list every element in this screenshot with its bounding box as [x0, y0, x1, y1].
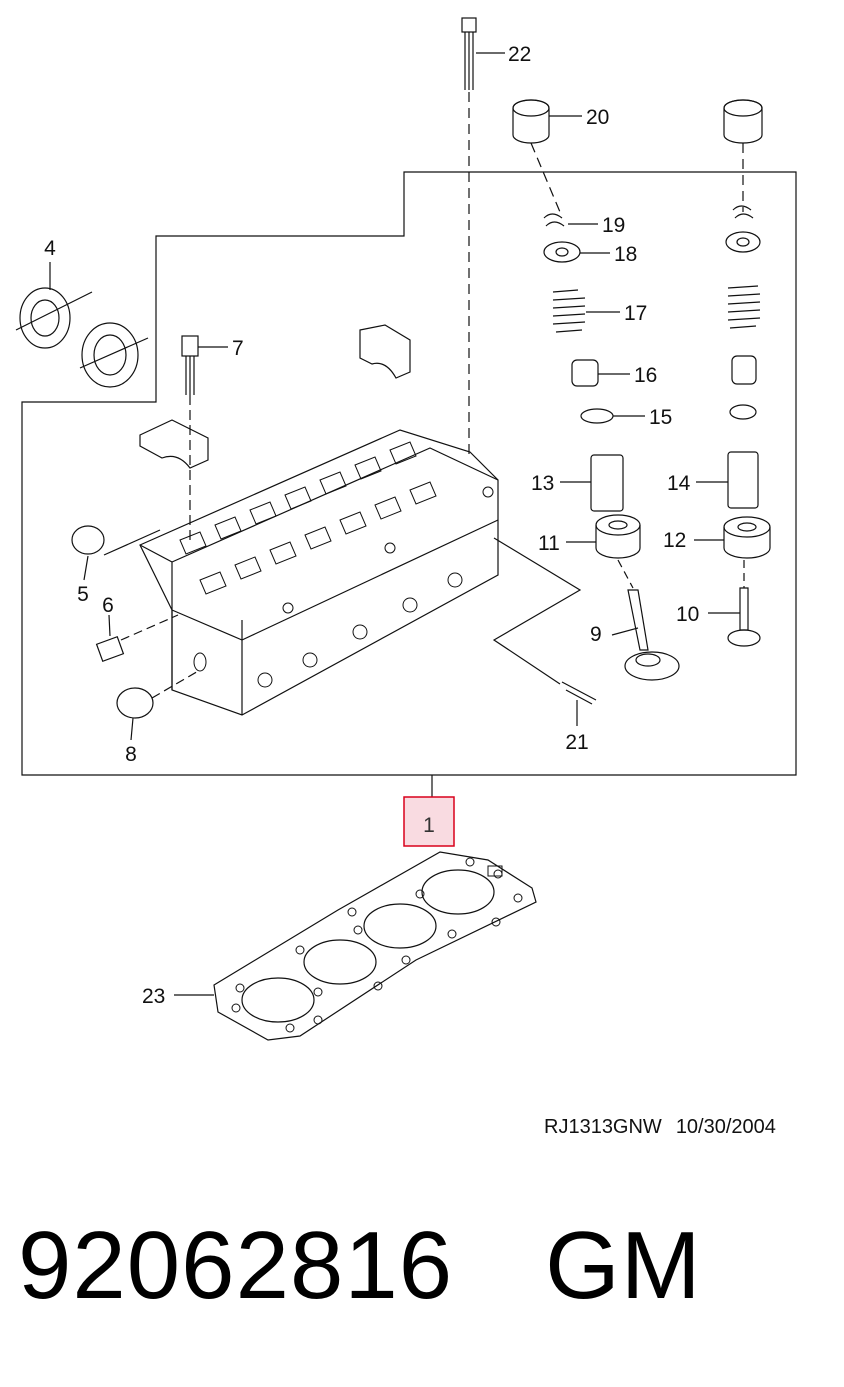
callout-15: 15 — [649, 406, 672, 429]
callout-16: 16 — [634, 364, 657, 387]
part-brand: GM — [545, 1212, 702, 1319]
callout-12: 12 — [663, 529, 686, 552]
drawing-reference: RJ1313GNW 10/30/2004 — [544, 1116, 776, 1139]
valve-train-exhaust — [723, 99, 771, 647]
callout-11: 11 — [538, 532, 560, 555]
callout-6: 6 — [102, 594, 114, 617]
callout-labels: 1 4 5 6 7 8 9 10 11 12 13 14 15 16 17 18… — [44, 43, 699, 1008]
ref-date: 10/30/2004 — [675, 1116, 776, 1138]
callout-8: 8 — [125, 743, 137, 766]
callout-20: 20 — [586, 106, 609, 129]
callout-4: 4 — [44, 237, 56, 260]
cup-plug — [116, 669, 201, 719]
callout-14: 14 — [667, 472, 691, 495]
stud — [95, 614, 179, 662]
camshaft-seal — [15, 287, 149, 388]
callout-10: 10 — [676, 603, 699, 626]
camshaft-bearing-cap — [139, 324, 411, 469]
callout-22: 22 — [508, 43, 531, 66]
callout-9: 9 — [590, 623, 602, 646]
part-number: 92062816 — [18, 1212, 454, 1319]
plug — [71, 525, 161, 556]
callout-13: 13 — [531, 472, 554, 495]
callout-18: 18 — [614, 243, 637, 266]
callout-7: 7 — [232, 337, 244, 360]
callout-21: 21 — [565, 731, 588, 754]
callout-19: 19 — [602, 214, 625, 237]
manifold-stud — [492, 537, 597, 705]
leader-lines — [49, 52, 740, 996]
highlight-box — [403, 796, 455, 847]
head-bolt-small — [181, 335, 199, 540]
assembly-frame — [21, 171, 797, 776]
callout-23: 23 — [142, 985, 165, 1008]
callout-1: 1 — [423, 814, 435, 837]
cylinder-head-gasket — [213, 851, 537, 1041]
callout-17: 17 — [624, 302, 647, 325]
cylinder-head-bolt — [461, 17, 477, 460]
callout-5: 5 — [77, 583, 89, 606]
valve-train-intake — [512, 99, 680, 681]
cylinder-head — [139, 429, 499, 716]
ref-code: RJ1313GNW — [544, 1116, 662, 1138]
